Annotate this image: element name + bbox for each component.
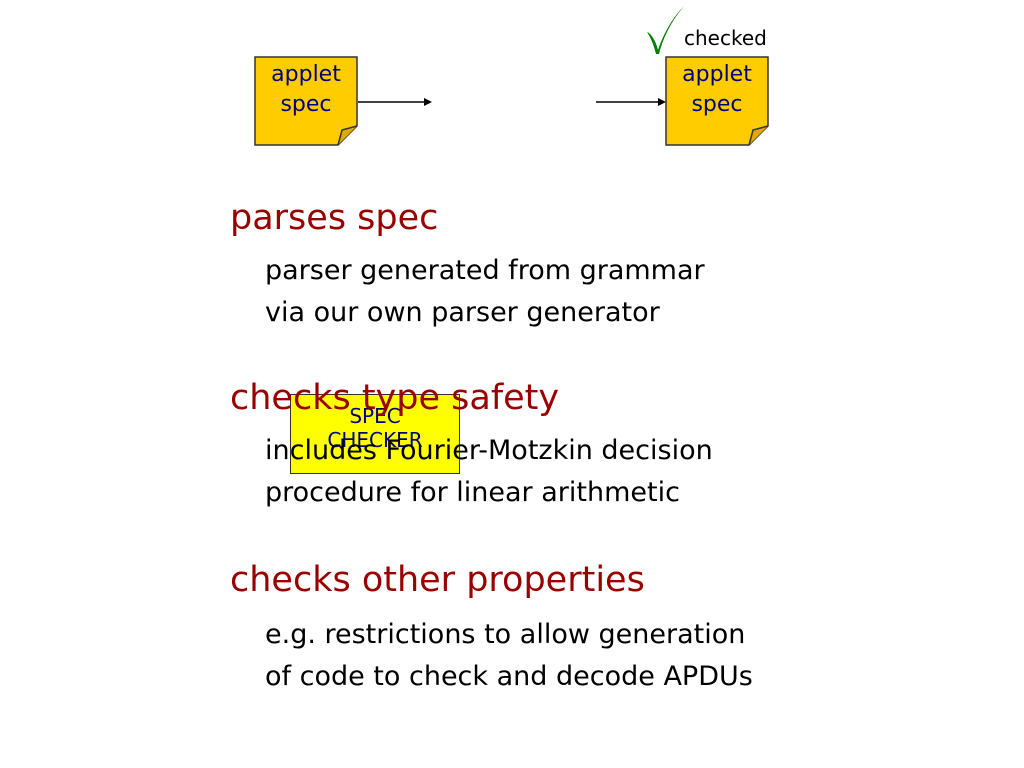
section-heading-other-properties: checks other properties	[230, 560, 645, 600]
input-applet-spec-document: applet spec	[254, 56, 358, 146]
input-doc-label: applet spec	[271, 62, 341, 117]
section-body-type-safety: includes Fourier-Motzkin decision proced…	[265, 435, 713, 508]
section-body-parses-spec: parser generated from grammar via our ow…	[265, 255, 705, 328]
spec-checker-label: SPEC CHECKER	[327, 404, 423, 452]
checked-label: checked	[684, 26, 767, 50]
spec-checker-box	[290, 394, 460, 474]
output-arrow	[596, 96, 666, 108]
document-icon	[665, 56, 769, 146]
output-applet-spec-document: applet spec	[665, 56, 769, 146]
section-heading-parses-spec: parses spec	[230, 198, 439, 238]
section-heading-type-safety: checks type safety	[230, 378, 560, 418]
section-body-other-properties: e.g. restrictions to allow generation of…	[265, 619, 753, 692]
arrow-right-icon	[358, 98, 432, 106]
document-icon	[254, 56, 358, 146]
checkmark-icon	[647, 6, 684, 54]
output-doc-label: applet spec	[682, 62, 752, 117]
arrow-right-icon	[596, 98, 666, 106]
input-arrow	[358, 96, 432, 108]
